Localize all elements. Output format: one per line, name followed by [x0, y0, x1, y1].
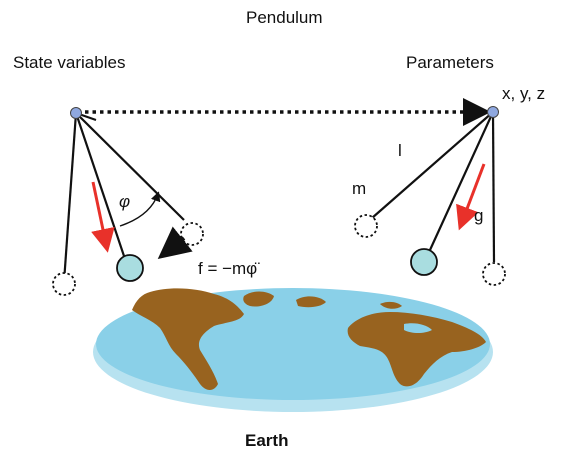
length-label: l [398, 141, 402, 160]
right-bob [410, 248, 438, 276]
velocity-arrow [91, 181, 115, 253]
state-variables-heading: State variables [13, 53, 126, 72]
right-pivot [487, 106, 499, 118]
right-bob-ghost-left [354, 214, 378, 238]
right-string-3 [491, 111, 496, 263]
left-string-2 [74, 112, 128, 263]
landmass-north-islands [296, 296, 326, 308]
right-bob-ghost-bottom [482, 262, 506, 286]
landmass-greenland [243, 291, 274, 307]
landmass-islands [380, 301, 402, 309]
right-pendulum [354, 106, 506, 286]
parameters-heading: Parameters [406, 53, 494, 72]
landmass-americas [132, 288, 244, 390]
left-bob-ghost-right [180, 222, 204, 246]
angle-label: φ [119, 192, 131, 211]
angle-arc [119, 191, 161, 227]
left-pendulum [52, 107, 204, 296]
earth-disc [93, 288, 493, 412]
right-string-1 [371, 111, 494, 219]
force-arrow [157, 226, 193, 259]
landmass-sea [404, 323, 432, 333]
left-bob [116, 254, 144, 282]
coordinates-label: x, y, z [502, 84, 546, 103]
force-equation: f = −mφ̈ [198, 259, 258, 278]
left-string-1 [62, 112, 78, 283]
gravity-arrow [456, 163, 486, 231]
left-string-3 [75, 112, 185, 221]
landmass-eurasia-africa [347, 312, 486, 387]
gravity-label: g [474, 206, 484, 225]
diagram-title: Pendulum [246, 8, 323, 27]
left-bob-ghost-left [52, 272, 76, 296]
left-pivot [70, 107, 82, 119]
earth-label: Earth [245, 431, 289, 450]
mass-label: m [352, 179, 367, 198]
right-string-2 [428, 111, 495, 251]
